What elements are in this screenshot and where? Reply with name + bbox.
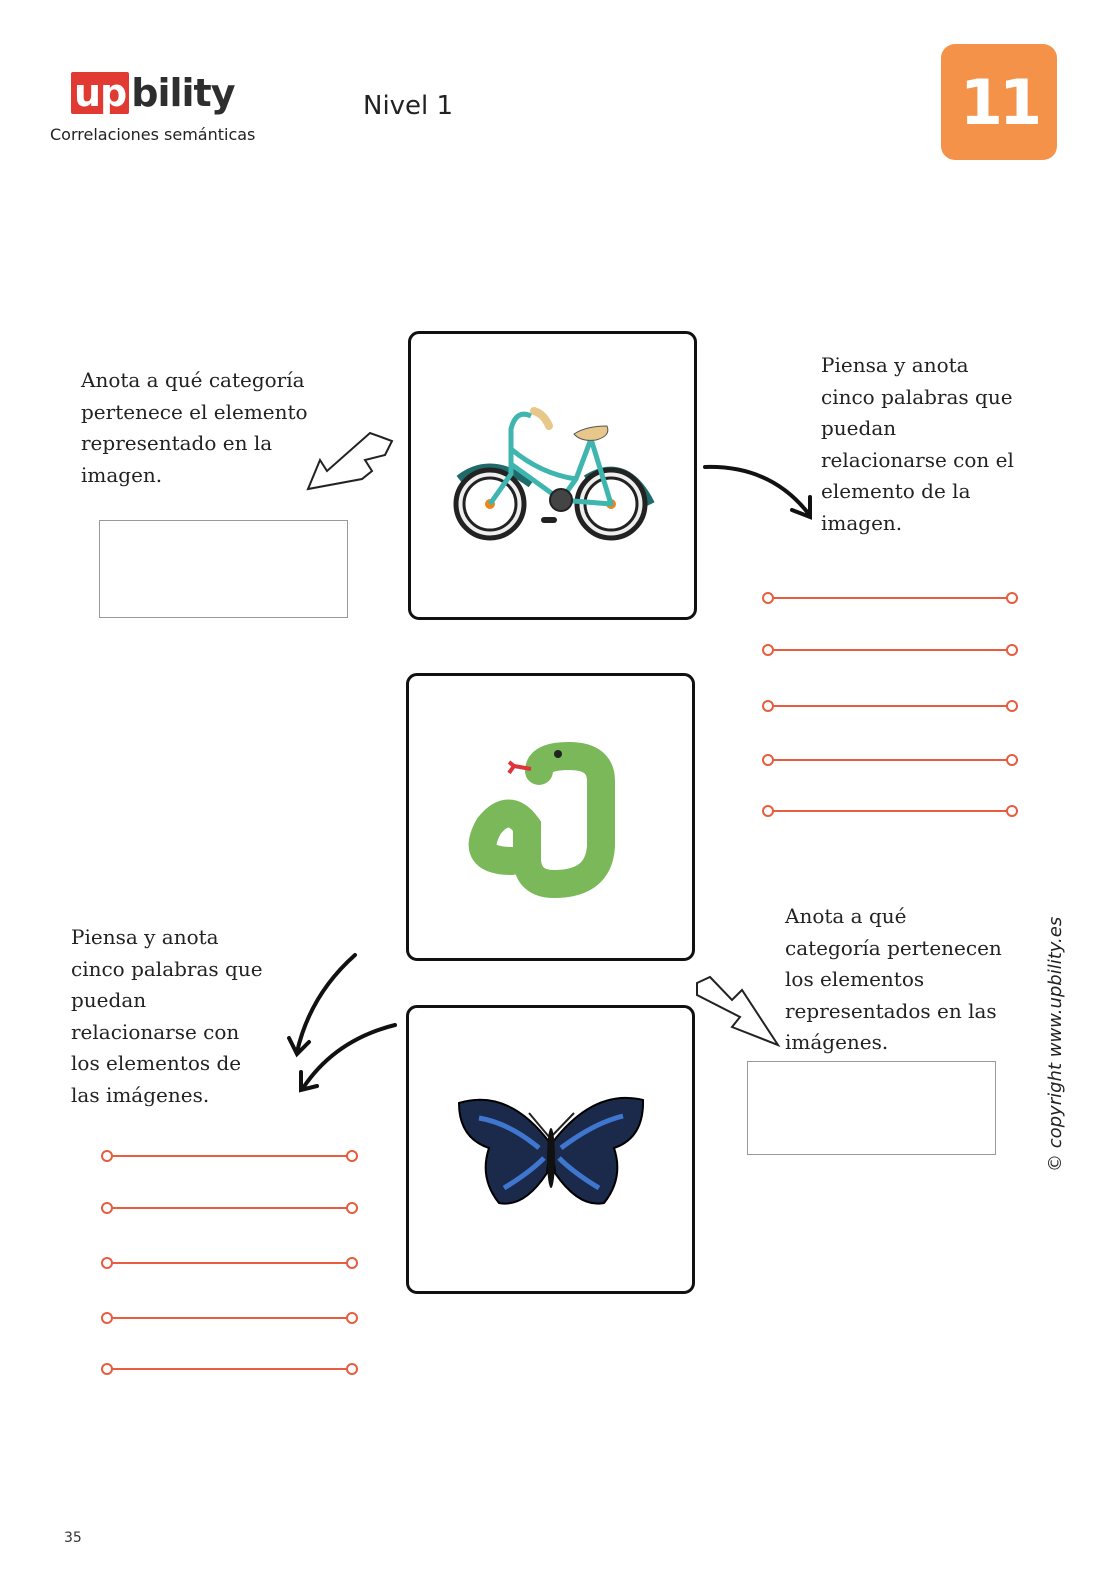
answer-line[interactable] [762,700,1018,712]
arrow-curved-icon [703,464,812,520]
answer-line[interactable] [101,1202,358,1214]
bicycle-icon [453,407,655,541]
arrows-curved-icon [287,953,397,1093]
answer-line[interactable] [762,754,1018,766]
level-label: Nivel 1 [363,91,454,121]
image-card-butterfly [406,1005,695,1294]
answer-line[interactable] [101,1363,358,1375]
arrow-outline-icon [696,975,781,1048]
butterfly-icon [457,1096,645,1205]
answer-box-category-1[interactable] [99,520,348,618]
subtitle: Correlaciones semánticas [50,125,256,144]
instruction-category-single: Anota a qué categoría pertenece el eleme… [81,368,308,487]
answer-line[interactable] [101,1257,358,1269]
answer-box-category-2[interactable] [747,1061,996,1155]
answer-line[interactable] [762,805,1018,817]
instruction-category-multi: Anota a qué categoría pertenecen los ele… [785,904,1002,1054]
page-badge: 11 [941,44,1057,160]
image-card-snake [406,673,695,961]
instruction-words-multi: Piensa y anota cinco palabras que puedan… [71,925,263,1107]
answer-line[interactable] [101,1312,358,1324]
answer-line[interactable] [101,1150,358,1162]
snake-icon [468,741,615,899]
page-number: 35 [64,1530,82,1546]
answer-line[interactable] [762,592,1018,604]
instruction-words-single: Piensa y anota cinco palabras que puedan… [821,353,1014,535]
copyright: © copyright www.upbility.es [1045,916,1066,1172]
image-card-bicycle [408,331,697,620]
answer-line[interactable] [762,644,1018,656]
arrow-outline-icon [306,431,394,491]
